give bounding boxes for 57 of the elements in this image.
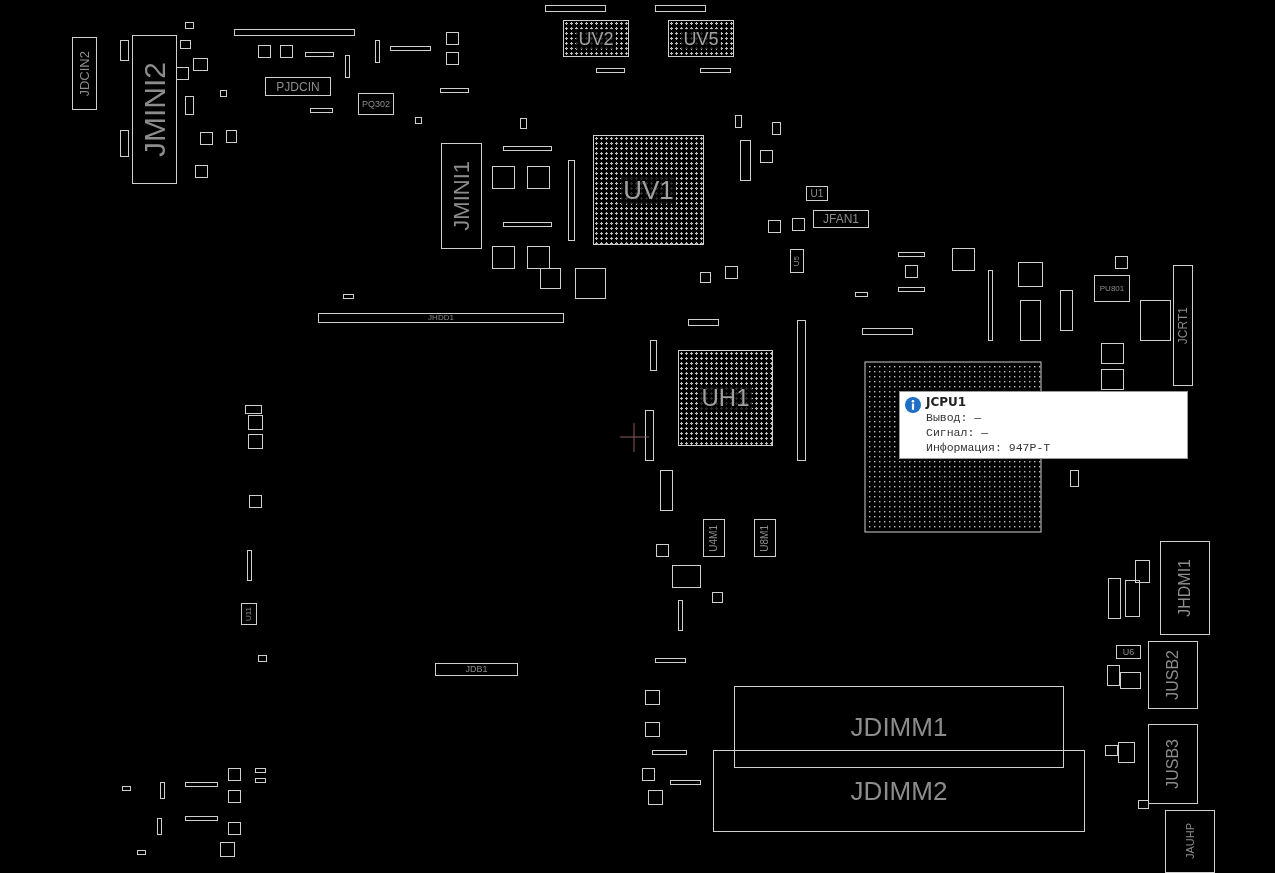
component-outline [668,20,734,57]
reference-designator: UV5 [681,28,721,49]
component-outline [1116,645,1141,659]
reference-designator: JMINI1 [450,161,473,231]
tooltip-row-text: Сигнал: — [926,426,990,439]
tooltip-title: JCPU1 [926,395,968,409]
component-outline [1160,541,1210,635]
reference-designator: UV2 [576,28,616,49]
component-outline [1148,641,1198,709]
component-outline [1173,265,1193,386]
reference-designator: PU801 [1099,284,1125,293]
component-outline [241,603,257,625]
reference-designator: JDIMM1 [850,714,948,740]
component-outline [734,686,1064,768]
reference-designator: JHDD1 [428,314,454,322]
component-outline [435,663,518,676]
reference-designator: U6 [1122,647,1135,657]
component-outline [1094,275,1130,302]
component-outline [1165,810,1215,873]
component-outline [563,20,629,57]
reference-designator: U5 [793,255,801,267]
component-outline [441,143,482,249]
reference-designator: JDB1 [465,665,488,674]
component-outline [1148,724,1198,804]
component-outline [593,135,704,245]
component-outline [703,519,725,557]
info-tooltip [899,391,1188,459]
component-outline [754,519,776,557]
reference-designator: JDIMM2 [850,778,948,804]
reference-designator: PQ302 [362,99,390,109]
component-outline [813,210,869,228]
reference-designator: UH1 [699,385,752,411]
reference-designator: UV1 [621,176,676,204]
component-outline [358,93,394,115]
reference-designator: JAUHP [1184,823,1196,860]
component-outline [132,35,177,184]
component-outline [806,186,828,201]
reference-designator: JUSB2 [1165,650,1181,700]
component-outline [678,350,773,446]
reference-designator: U1 [810,188,824,199]
component-outline [713,750,1085,832]
reference-designator: U8M1 [760,524,770,552]
reference-designator: JMINI2 [139,62,170,157]
reference-designator: JUSB3 [1165,739,1181,789]
tooltip-row-text: Вывод: — [926,411,983,424]
component-outline [72,37,97,110]
component-outline [318,313,564,323]
reference-designator: JFAN1 [823,213,859,225]
reference-designator: U11 [245,606,253,622]
reference-designator: JHDMI1 [1177,559,1193,617]
reference-designator: JCRT1 [1177,306,1189,345]
component-outline [265,77,331,96]
component-outline [790,249,804,273]
reference-designator: PJDCIN [276,80,320,93]
reference-designator: U4M1 [709,524,719,552]
tooltip-row-text: Информация: 947P-T [926,441,1052,454]
reference-designator: JDCIN2 [78,50,91,97]
